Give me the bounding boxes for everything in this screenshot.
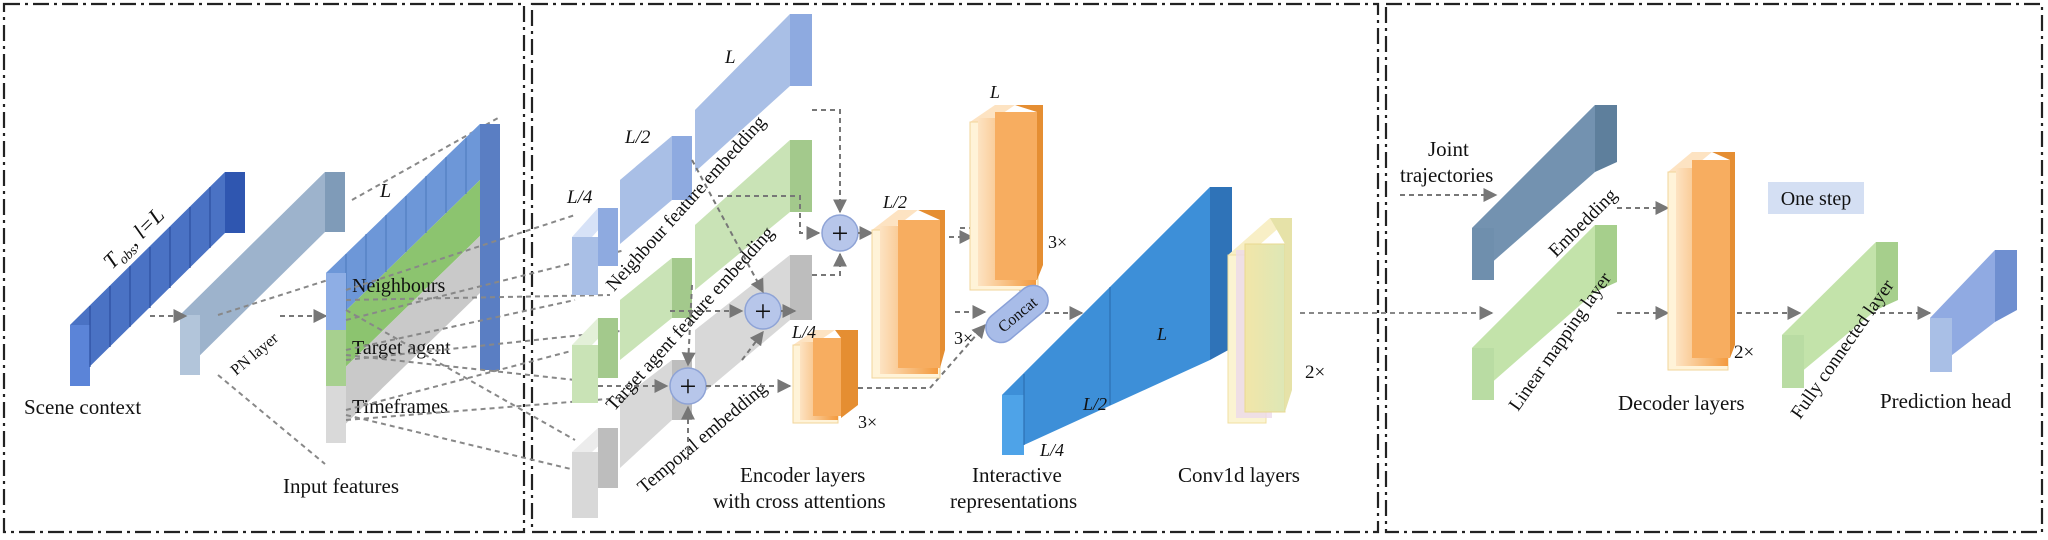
pn-layer-label: PN layer — [228, 329, 283, 379]
scene-context-label: Scene context — [24, 395, 141, 419]
panel-right-frame — [1384, 2, 2044, 534]
linear-mapping-block — [1472, 225, 1617, 400]
target-block-quarter — [572, 318, 618, 403]
middle-arrows — [598, 109, 1227, 460]
interactive-representation-block — [1002, 187, 1232, 455]
panel-middle-frame — [530, 2, 1380, 534]
scene-context-block — [70, 172, 245, 386]
prediction-head-label: Prediction head — [1880, 389, 2012, 413]
neighbour-block-half — [620, 136, 692, 244]
plus-target: + — [744, 292, 782, 330]
neighbour-half-label: L/2 — [624, 127, 651, 148]
plus-temporal: + — [669, 367, 707, 405]
plus-target-sign: + — [755, 295, 772, 328]
neighbour-block-quarter — [572, 208, 618, 295]
neighbour-block-full — [695, 14, 812, 172]
encoder-layers-label-1: Encoder layers — [740, 463, 865, 487]
input-features-label: Input features — [283, 474, 399, 498]
panel-left-frame — [2, 2, 526, 534]
encoder-stack-small — [792, 330, 858, 424]
encoder-stack-large — [969, 105, 1043, 291]
pn-layer-block — [180, 172, 345, 375]
plus-temporal-sign: + — [680, 370, 697, 403]
encoder-stack-medium — [871, 210, 945, 379]
target-block-half — [620, 258, 692, 360]
encoder-small-times: 3× — [858, 412, 877, 432]
input-L-label: L — [379, 180, 391, 202]
embedding-block — [1472, 105, 1617, 280]
one-step-label: One step — [1781, 188, 1852, 210]
encoder-layers-label-2: with cross attentions — [713, 489, 886, 513]
panel-left: Tobs, l=L Scene context PN layer — [24, 117, 500, 498]
interactive-quarter-label: L/4 — [1039, 440, 1064, 460]
target-embedding-blocks — [572, 140, 812, 403]
encoder-medium-label: L/2 — [882, 192, 907, 212]
interactive-label-2: representations — [950, 489, 1077, 513]
prediction-head-block — [1930, 250, 2017, 372]
encoder-large-label: L — [989, 82, 1000, 102]
joint-label-1: Joint — [1428, 137, 1469, 161]
decoder-times: 2× — [1734, 342, 1754, 363]
encoder-large-times: 3× — [1048, 232, 1067, 252]
input-features-block — [326, 124, 500, 443]
conv1d-label: Conv1d layers — [1178, 463, 1300, 487]
encoder-medium-times: 3× — [954, 328, 973, 348]
conv1d-times: 2× — [1305, 362, 1325, 383]
plus-neighbour: + — [821, 214, 859, 252]
fully-connected-block — [1782, 242, 1898, 388]
joint-label-2: trajectories — [1400, 163, 1493, 187]
target-agent-label: Target agent — [352, 337, 451, 359]
decoder-stack — [1667, 152, 1735, 371]
interactive-half-label: L/2 — [1082, 394, 1107, 414]
neighbour-quarter-label: L/4 — [566, 187, 593, 208]
panel-middle: L/4 L/2 L Neighbour feature embedding Ta… — [566, 14, 1325, 518]
panel-right: Joint trajectories Embedding Linear mapp… — [1400, 105, 2017, 423]
one-step-badge: One step — [1768, 182, 1864, 214]
target-block-full — [695, 140, 812, 290]
neighbour-full-label: L — [724, 47, 736, 68]
conv1d-stack — [1227, 218, 1292, 424]
interactive-full-label: L — [1156, 324, 1167, 344]
plus-neighbour-sign: + — [832, 217, 849, 250]
right-arrows — [1617, 201, 1932, 320]
neighbours-label: Neighbours — [352, 275, 446, 297]
encoder-small-label: L/4 — [791, 322, 816, 342]
interactive-label-1: Interactive — [972, 463, 1062, 487]
temporal-block-quarter — [572, 428, 618, 518]
neighbour-embedding-blocks — [572, 14, 812, 295]
decoder-label: Decoder layers — [1618, 391, 1745, 415]
